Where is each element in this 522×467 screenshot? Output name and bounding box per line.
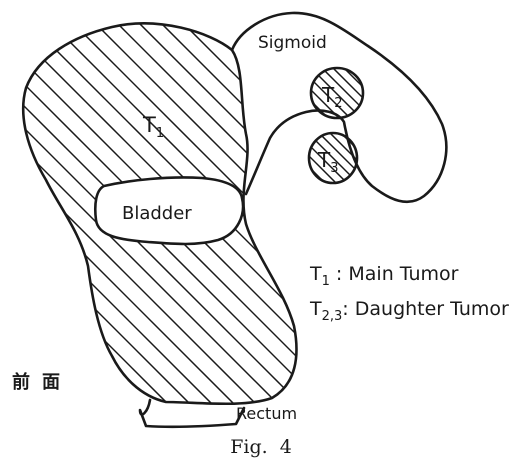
rectum-label: Rectum [236,404,297,423]
legend: T1 : Main Tumor T2,3: Daughter Tumor [309,263,509,324]
main-tumor-region [0,15,522,410]
t3-label: T3 [317,148,339,176]
daughter-tumor-t2-hatch-line [353,66,407,120]
legend-entry-main-tumor: T1 : Main Tumor [309,263,459,289]
view-label: 前面 [12,368,72,394]
main-tumor-hatch-line [219,15,522,410]
main-tumor-hatch-line [263,15,522,410]
legend-entry-daughter-tumor: T2,3: Daughter Tumor [309,298,509,324]
daughter-tumor-t3-hatch-line [328,131,383,186]
daughter-tumor-t2 [254,66,418,120]
main-tumor-hatch-line [0,15,108,410]
t1-label: T1 [142,113,164,141]
caption-prefix: Fig. [230,436,267,458]
sigmoid-label: Sigmoid [258,33,327,53]
daughter-tumor-t2-hatch-line [342,66,396,120]
main-tumor-hatch-line [0,15,20,410]
t2-label: T2 [321,83,343,111]
daughter-tumor-t2-hatching [254,66,418,120]
daughter-tumor-t3-hatch-line [251,131,306,186]
bladder-label: Bladder [122,203,192,224]
main-tumor-hatch-line [241,15,522,410]
figure-caption: Fig. 4 [0,436,522,458]
daughter-tumor-t3-hatch-line [284,131,339,186]
main-tumor-hatching [0,15,522,410]
daughter-tumor-t2-hatch-line [364,66,418,120]
main-tumor-hatch-line [0,15,86,410]
daughter-tumor-t2-hatch-line [254,66,308,120]
daughter-tumor-t2-hatch-line [331,66,385,120]
caption-number: 4 [280,436,292,458]
